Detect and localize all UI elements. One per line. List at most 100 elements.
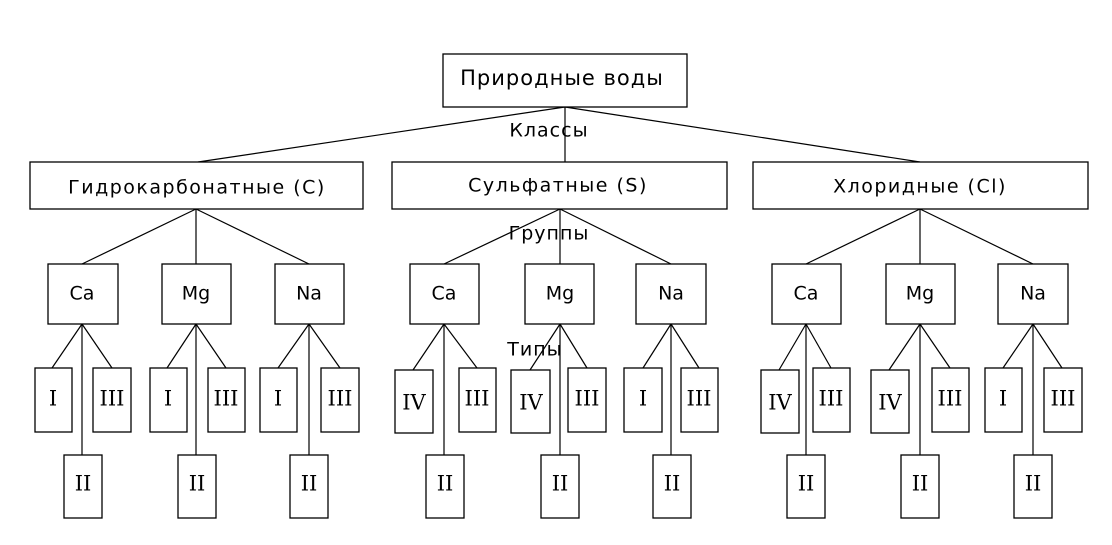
type-label-s-ca-left: IV	[402, 391, 426, 415]
connector-class-2-group-1	[443, 208, 561, 265]
connector-cl-na-left	[1002, 323, 1034, 369]
type-box-c-na-right	[320, 367, 360, 433]
type-label-c-mg-bottom: II	[189, 472, 206, 496]
type-box-cl-na-left	[984, 367, 1023, 433]
connector-cl-mg-right	[919, 323, 951, 369]
type-box-cl-mg-right	[931, 367, 970, 433]
type-box-s-ca-left	[394, 369, 434, 434]
type-label-s-na-right: III	[687, 387, 712, 411]
connector-cl-mg-left	[888, 323, 921, 371]
connector-cl-ca-left	[778, 323, 807, 371]
type-box-c-mg-left	[149, 367, 188, 433]
connector-c-na-right	[308, 323, 341, 369]
class-title: Хлоридные (Cl)	[833, 176, 1007, 198]
group-box-cl-ca	[771, 263, 842, 325]
type-label-cl-na-bottom: II	[1025, 472, 1042, 496]
type-label-s-na-left: I	[639, 387, 647, 411]
type-label-s-ca-right: III	[465, 387, 490, 411]
type-label-c-mg-right: III	[214, 387, 239, 411]
group-label-cl-mg: Mg	[906, 283, 934, 305]
tier-labels: Классы Группы Типы	[506, 120, 588, 361]
type-box-cl-ca-bottom	[786, 454, 826, 519]
type-box-cl-ca-right	[812, 367, 851, 433]
connector-s-ca-right	[443, 323, 478, 369]
type-box-c-mg-bottom	[177, 454, 217, 519]
type-box-s-mg-right	[567, 367, 607, 433]
type-nodes-sulfate: IV III II IV III II I III II	[394, 367, 719, 519]
type-label-cl-ca-left: IV	[768, 391, 792, 415]
type-box-cl-mg-bottom	[900, 454, 940, 519]
connector-s-ca-left	[412, 323, 445, 371]
class-box	[391, 161, 728, 210]
connector-s-mg-left	[529, 323, 561, 371]
type-box-s-na-bottom	[652, 454, 692, 519]
group-label-c-na: Na	[296, 283, 322, 305]
group-label-cl-na: Na	[1020, 283, 1046, 305]
type-box-c-mg-right	[207, 367, 246, 433]
type-label-c-ca-left: I	[49, 387, 57, 411]
type-label-s-mg-bottom: II	[552, 472, 569, 496]
connector-c-mg-right	[195, 323, 227, 369]
group-label-s-ca: Ca	[432, 283, 457, 305]
type-label-c-na-left: I	[274, 387, 282, 411]
connector-cl-ca-right	[805, 323, 832, 369]
connector-s-mg-right	[559, 323, 588, 369]
classes-label: Классы	[509, 120, 588, 142]
type-box-c-ca-right	[92, 367, 132, 433]
type-label-c-na-bottom: II	[301, 472, 318, 496]
connector-class-1-group-1	[81, 208, 197, 265]
types-label: Типы	[506, 339, 562, 361]
class-node-hydrocarbonate: Гидрокарбонатные (C)	[29, 161, 364, 210]
type-box-c-na-bottom	[289, 454, 329, 519]
root-node: Природные воды	[442, 53, 688, 108]
connector-lines	[51, 106, 1063, 455]
group-label-s-na: Na	[658, 283, 684, 305]
group-box-s-mg	[524, 263, 595, 325]
type-box-cl-ca-left	[760, 369, 800, 434]
type-label-cl-ca-bottom: II	[798, 472, 815, 496]
group-box-cl-na	[997, 263, 1069, 325]
type-box-cl-na-right	[1043, 367, 1083, 433]
group-label-cl-ca: Ca	[794, 283, 819, 305]
group-box-cl-mg	[885, 263, 956, 325]
type-label-s-mg-right: III	[575, 387, 600, 411]
root-title: Природные воды	[460, 66, 664, 90]
type-box-c-ca-bottom	[63, 454, 103, 519]
type-label-c-ca-right: III	[100, 387, 125, 411]
class-node-chloride: Хлоридные (Cl)	[752, 161, 1089, 210]
connector-c-na-left	[277, 323, 310, 369]
connector-root-class-1	[197, 106, 566, 163]
group-box-c-mg	[161, 263, 232, 325]
type-box-s-ca-bottom	[425, 454, 465, 519]
type-label-cl-na-left: I	[999, 387, 1007, 411]
type-nodes-hydrocarbonate: I III II I III II I III II	[34, 367, 360, 519]
group-box-c-ca	[47, 263, 119, 325]
connector-class-2-group-3	[559, 208, 672, 265]
group-box-s-ca	[409, 263, 480, 325]
type-box-s-mg-left	[510, 369, 551, 434]
connector-c-ca-right	[81, 323, 113, 369]
type-nodes-chloride: IV III II IV III II I III II	[760, 367, 1083, 519]
type-label-cl-ca-right: III	[819, 387, 844, 411]
type-label-s-na-bottom: II	[664, 472, 681, 496]
group-nodes: Ca Mg Na Ca Mg Na Ca Mg Na	[47, 263, 1069, 325]
connector-class-1-group-3	[195, 208, 310, 265]
type-box-s-mg-bottom	[540, 454, 580, 519]
connector-c-ca-left	[51, 323, 83, 369]
connector-s-na-right	[670, 323, 700, 369]
connector-s-na-left	[642, 323, 672, 369]
root-box	[442, 53, 688, 108]
group-box-c-na	[274, 263, 345, 325]
type-label-cl-mg-bottom: II	[912, 472, 929, 496]
type-box-cl-mg-left	[870, 369, 910, 434]
class-box	[29, 161, 364, 210]
type-box-cl-na-bottom	[1013, 454, 1053, 519]
connector-root-class-3	[564, 106, 921, 163]
type-label-cl-mg-right: III	[938, 387, 963, 411]
group-label-s-mg: Mg	[546, 283, 574, 305]
group-label-c-mg: Mg	[182, 283, 210, 305]
type-box-s-na-left	[623, 367, 663, 433]
class-title: Сульфатные (S)	[468, 175, 648, 197]
connector-class-3-group-1	[805, 208, 921, 265]
